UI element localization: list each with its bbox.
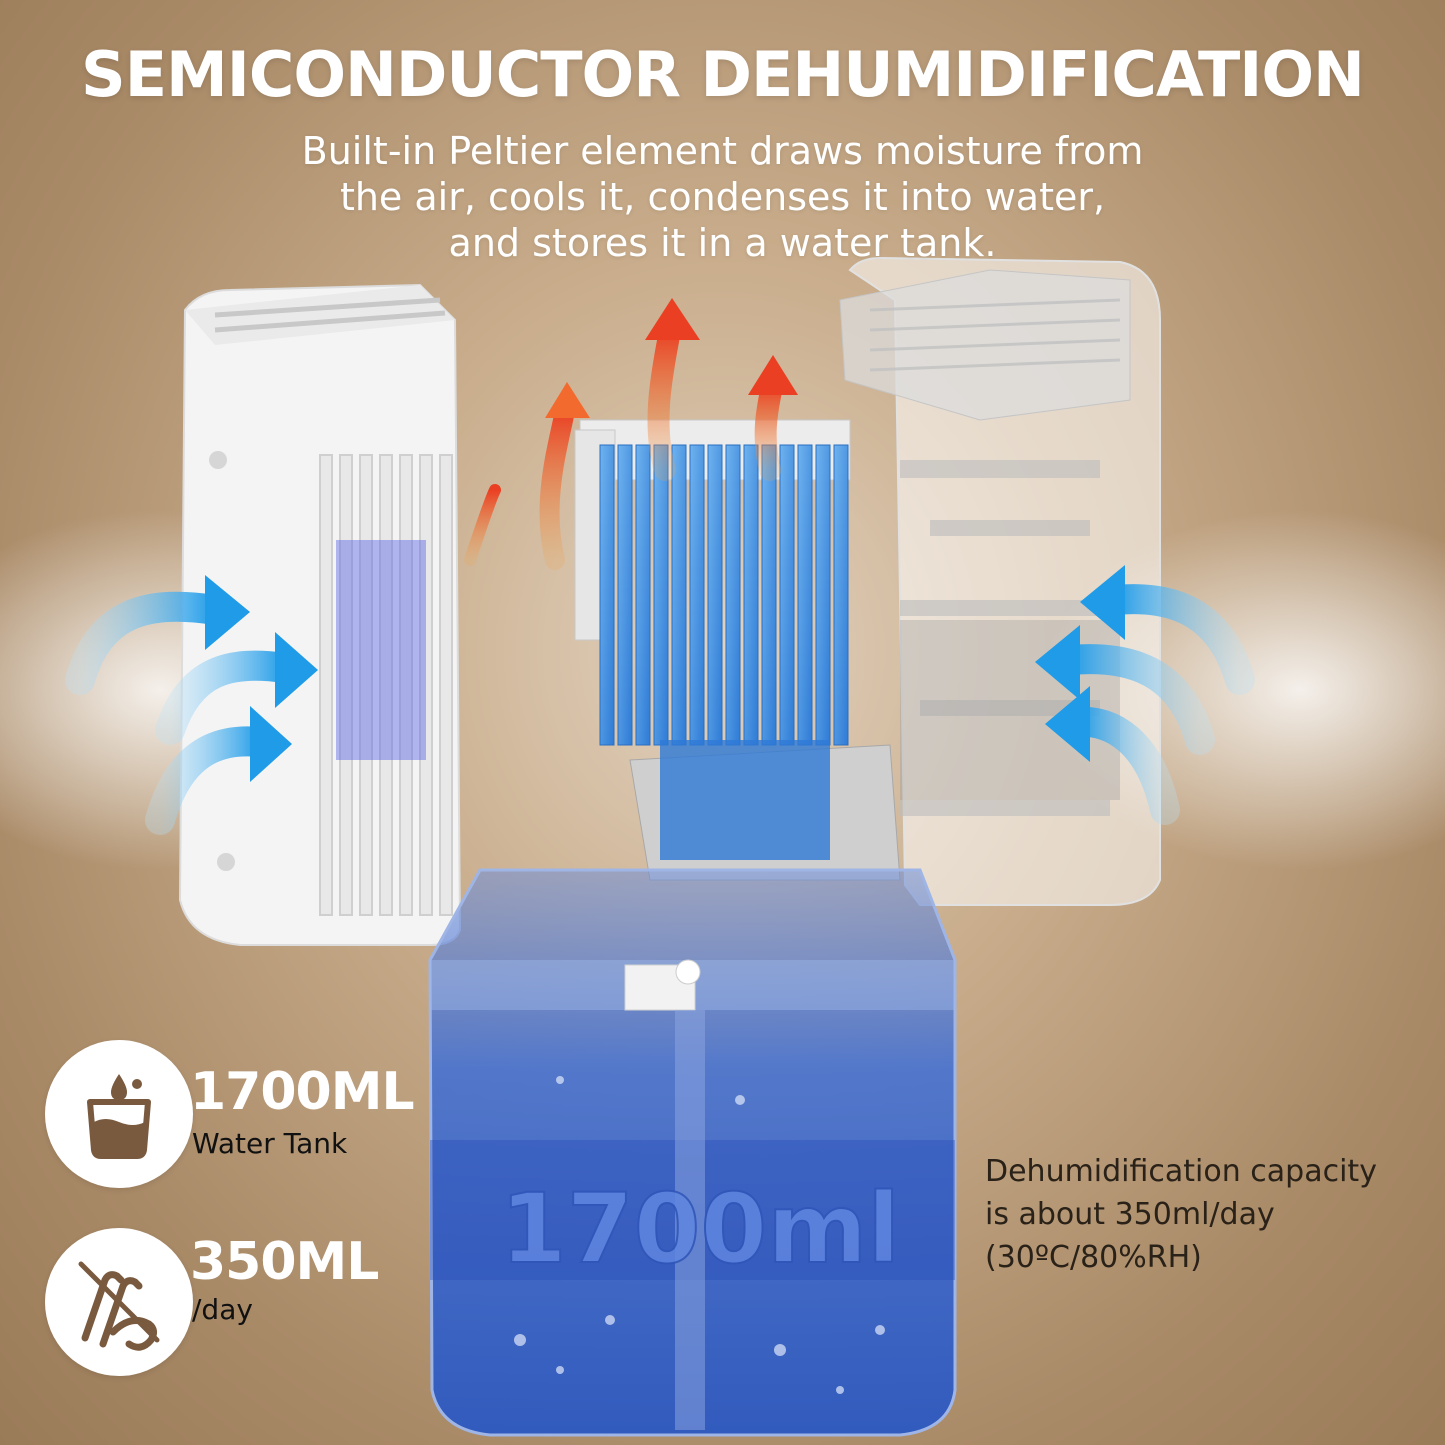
description-line: Built-in Peltier element draws moisture … xyxy=(301,129,1144,173)
daily-capacity-label: /day xyxy=(192,1293,253,1326)
intake-air-arrows-left xyxy=(65,575,318,835)
page-title: SEMICONDUCTOR DEHUMIDIFICATION xyxy=(81,38,1365,111)
tank-capacity-marking: 1700ml xyxy=(500,1173,900,1285)
page-description: Built-in Peltier element draws moisture … xyxy=(200,128,1245,266)
water-tank: 1700ml xyxy=(428,868,957,1437)
peltier-heatsink-module xyxy=(574,419,901,881)
intake-air-arrows-right xyxy=(1035,565,1255,825)
capacity-note-line: (30ºC/80%RH) xyxy=(985,1240,1202,1275)
tank-capacity-value: 1700ML xyxy=(190,1062,415,1122)
description-line: and stores it in a water tank. xyxy=(448,221,997,265)
tank-capacity-label: Water Tank xyxy=(192,1127,348,1160)
water-tank-icon xyxy=(45,1040,193,1188)
warm-air-arrows xyxy=(464,298,798,570)
description-line: the air, cools it, condenses it into wat… xyxy=(339,175,1106,219)
capacity-note: Dehumidification capacity is about 350ml… xyxy=(985,1150,1440,1279)
capacity-note-line: is about 350ml/day xyxy=(985,1197,1275,1232)
daily-capacity-value: 350ML xyxy=(190,1232,379,1292)
daily-capacity-icon xyxy=(45,1228,193,1376)
capacity-note-line: Dehumidification capacity xyxy=(985,1154,1377,1189)
